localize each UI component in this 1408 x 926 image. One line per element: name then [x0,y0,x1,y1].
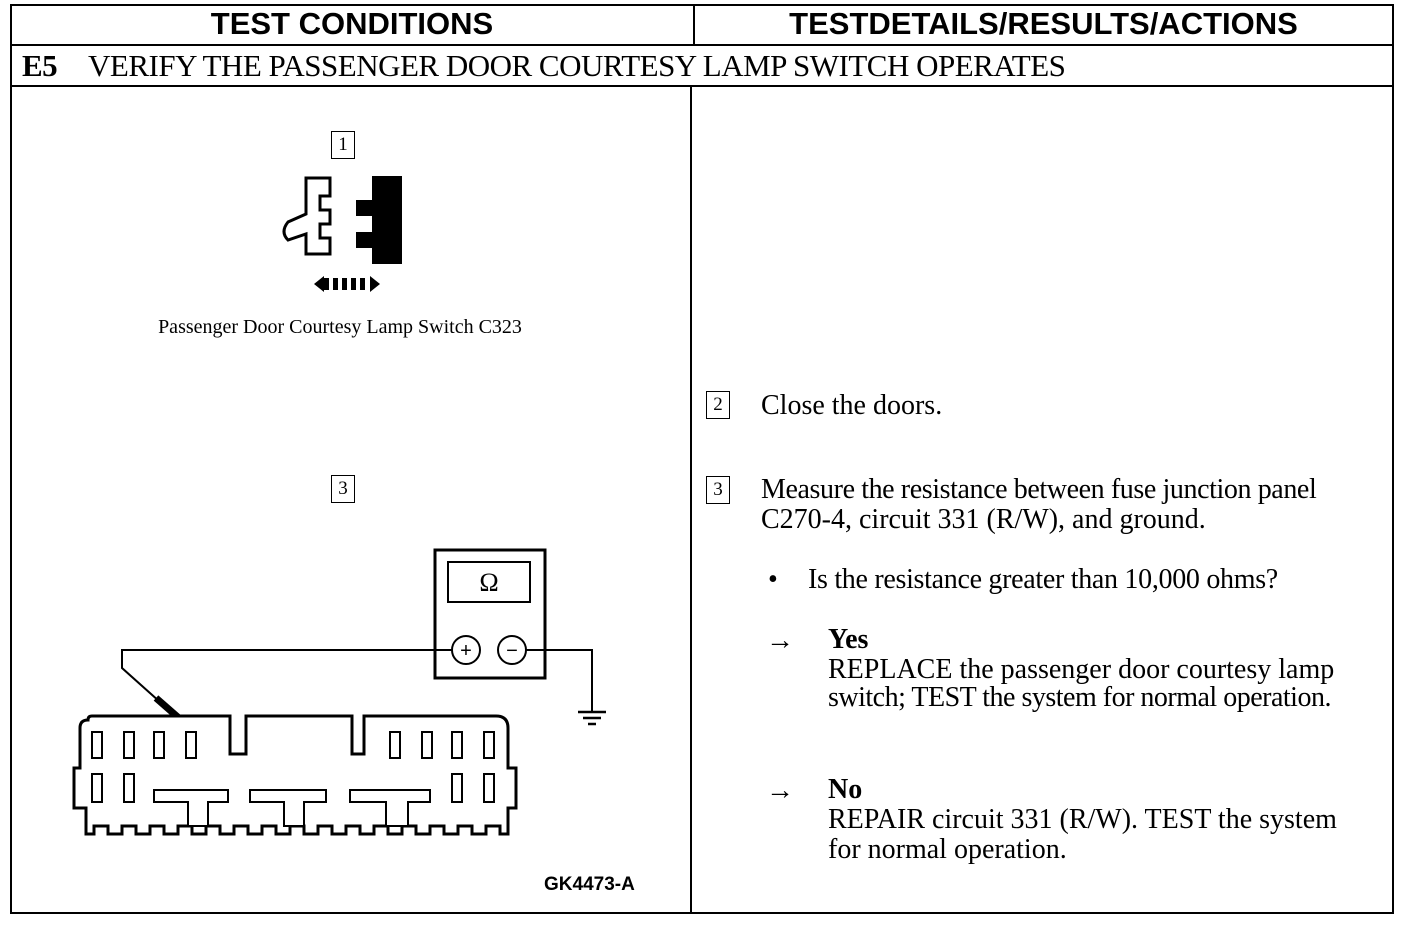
step-3-marker-right: 3 [706,476,730,504]
table-frame [10,4,1394,914]
step-2-text: Close the doors. [761,390,943,421]
positive-test-lead [121,649,452,703]
yes-action-line-2: switch; TEST the system for normal opera… [828,682,1331,713]
header-divider [10,44,1394,46]
connector-male-half [356,176,402,264]
step-2-marker: 2 [706,391,730,419]
header-test-details: TESTDETAILS/RESULTS/ACTIONS [789,6,1298,41]
resistance-question: Is the resistance greater than 10,000 oh… [808,564,1278,595]
step-3-text-line-1: Measure the resistance between fuse junc… [761,474,1317,505]
yes-arrow: → [766,625,794,656]
plus-label: + [460,640,472,662]
no-action-line-2: for normal operation. [828,834,1067,865]
step-3-text-line-2: C270-4, circuit 331 (R/W), and ground. [761,504,1206,535]
test-code: E5 [22,48,58,83]
yes-label: Yes [828,624,869,655]
ground-icon [578,710,606,726]
separate-arrow-icon [314,276,380,292]
step-3-marker-left: 3 [331,475,355,503]
connector-caption: Passenger Door Courtesy Lamp Switch C323 [158,316,522,338]
body-column-divider [690,86,692,914]
test-title-row: E5 VERIFY THE PASSENGER DOOR COURTESY LAM… [22,48,1066,84]
question-bullet: • [768,564,778,595]
minus-label: − [506,640,518,662]
ohmmeter-display [447,561,531,603]
header-column-divider [693,4,695,45]
no-action-line-1: REPAIR circuit 331 (R/W). TEST the syste… [828,804,1337,835]
connector-c323-diagram [282,176,402,292]
no-label: No [828,774,863,805]
connector-c270-top-cavities [91,731,495,759]
ohm-symbol: Ω [479,568,498,597]
connector-c270-bottom-cavities [91,773,495,827]
header-test-conditions: TEST CONDITIONS [210,6,494,41]
ohmmeter-test-diagram: Ω + − [72,548,606,836]
figure-id: GK4473-A [544,874,635,895]
test-title: VERIFY THE PASSENGER DOOR COURTESY LAMP … [88,48,1066,83]
title-divider [10,85,1394,87]
no-arrow: → [766,775,794,806]
connector-female-half [282,176,332,256]
yes-action-line-1: REPLACE the passenger door courtesy lamp [828,654,1335,685]
negative-test-lead [526,649,593,712]
step-1-marker: 1 [331,131,355,159]
